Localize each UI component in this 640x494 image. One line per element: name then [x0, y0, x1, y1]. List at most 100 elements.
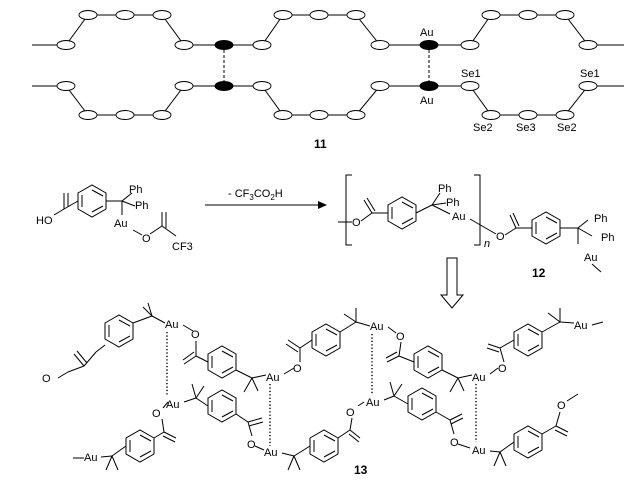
chain-atom — [115, 110, 135, 120]
oxygen-label: O — [496, 231, 505, 243]
cf3-label: CF3 — [172, 241, 193, 253]
gold-label: Au — [366, 397, 379, 409]
benzene-ring — [311, 323, 341, 357]
chain-atom — [56, 81, 76, 91]
chain-atom — [174, 40, 194, 50]
se-label: Se2 — [473, 122, 493, 134]
phenyl-label: Ph — [135, 200, 148, 212]
oxygen-label: O — [142, 233, 151, 245]
product-structure-12: n O Ph Ph Au O Ph Ph Au — [338, 174, 614, 280]
chain-atom — [273, 110, 293, 120]
benzene-ring — [513, 425, 543, 459]
chain-atom — [309, 110, 329, 120]
benzene-ring — [531, 211, 561, 245]
gold-label: Au — [114, 218, 127, 230]
gold-label: Au — [264, 447, 277, 459]
aggregate-structure-13: O Au O Au O — [42, 302, 604, 477]
chain-atom — [346, 10, 366, 20]
bracket-right — [474, 174, 481, 246]
gold-label: Au — [266, 372, 279, 384]
chain-atom — [78, 10, 98, 20]
chain-atom — [460, 40, 480, 50]
chain-diagram-11: Au Au Se1 Se1 Se2 Se3 Se2 11 — [32, 10, 624, 151]
reagent-label: - CF3CO2H — [228, 188, 283, 202]
chain-atom — [578, 40, 598, 50]
chain-atom — [346, 110, 366, 120]
chain-atom — [273, 10, 293, 20]
phenyl-label: Ph — [446, 197, 459, 209]
se-label: Se1 — [580, 68, 600, 80]
reaction-arrow: - CF3CO2H — [205, 188, 327, 209]
chain-atom — [370, 40, 390, 50]
oxygen-label: O — [247, 439, 256, 451]
compound-number-13: 13 — [354, 463, 368, 477]
arrow-head-icon — [318, 201, 327, 209]
gold-label: Au — [472, 445, 485, 457]
phenyl-label: Ph — [594, 213, 607, 225]
chain-atom — [555, 10, 575, 20]
gold-label: Au — [584, 252, 597, 264]
chain-atom — [252, 40, 272, 50]
chain-top-strand — [32, 14, 624, 46]
repeat-index: n — [484, 238, 490, 250]
phenyl-label: Ph — [601, 232, 614, 244]
gold-atom — [419, 81, 439, 91]
oxygen-label: O — [42, 373, 51, 385]
chain-atom — [518, 10, 538, 20]
gold-label: Au — [574, 320, 587, 332]
gold-label: Au — [84, 452, 97, 464]
oxygen-label: O — [450, 437, 459, 449]
hollow-down-arrow-icon — [439, 257, 465, 309]
chain-atom — [518, 110, 538, 120]
oxygen-label: O — [152, 408, 161, 420]
phenyl-label: Ph — [129, 184, 142, 196]
gold-label: Au — [452, 211, 465, 223]
gold-label: Au — [472, 372, 485, 384]
chain-atom — [460, 81, 480, 91]
oxygen-label: O — [352, 217, 361, 229]
benzene-ring — [513, 323, 543, 357]
au-label-top: Au — [420, 27, 433, 39]
gold-atom — [419, 40, 439, 50]
hydroxyl-label: HO — [36, 215, 53, 227]
se-label: Se2 — [557, 122, 577, 134]
chain-atom — [115, 10, 135, 20]
oxygen-label: O — [346, 407, 355, 419]
compound-number-11: 11 — [314, 137, 327, 151]
chain-atom — [252, 81, 272, 91]
oxygen-label: O — [396, 331, 405, 343]
oxygen-label: O — [293, 363, 302, 375]
au-label-bottom: Au — [420, 95, 433, 107]
se-label: Se3 — [516, 122, 536, 134]
benzene-ring — [125, 429, 155, 463]
chain-atom — [578, 81, 598, 91]
chain-atom — [152, 10, 172, 20]
gold-atom — [214, 40, 234, 50]
chain-atom — [174, 81, 194, 91]
reactant-structure: HO Ph Ph Au O CF3 — [36, 184, 193, 253]
chain-atom — [56, 40, 76, 50]
benzene-ring — [104, 314, 134, 348]
benzene-ring — [387, 196, 417, 230]
chain-atom — [78, 110, 98, 120]
se-label: Se1 — [461, 68, 481, 80]
compound-number-12: 12 — [532, 266, 546, 280]
gold-label: Au — [166, 399, 179, 411]
chain-atom — [152, 110, 172, 120]
chain-atom — [555, 110, 575, 120]
bracket-left — [345, 174, 352, 246]
chain-atom — [481, 10, 501, 20]
gold-label: Au — [370, 321, 383, 333]
oxygen-label: O — [498, 363, 507, 375]
gold-label: Au — [165, 319, 178, 331]
phenyl-label: Ph — [438, 183, 451, 195]
chain-atom — [481, 110, 501, 120]
chain-atom — [309, 10, 329, 20]
chain-atom — [370, 81, 390, 91]
oxygen-label: O — [191, 329, 200, 341]
gold-atom — [214, 81, 234, 91]
benzene-ring — [77, 184, 107, 218]
oxygen-label: O — [557, 400, 566, 412]
